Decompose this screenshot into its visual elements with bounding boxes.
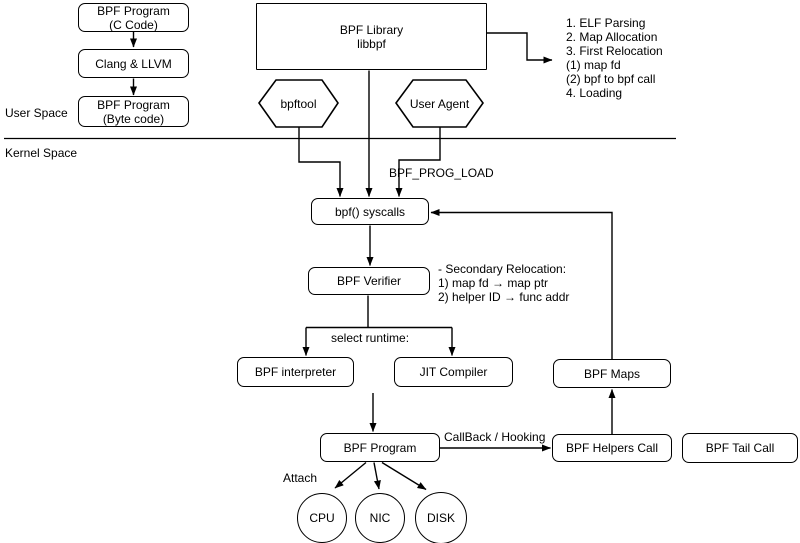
secondary-relocation-line: 2) helper ID → func addr bbox=[438, 290, 570, 304]
arrow-maps-to-syscalls bbox=[430, 209, 613, 359]
bpf-library-line2: libbpf bbox=[357, 36, 386, 51]
secondary-relocation-line: - Secondary Relocation: bbox=[438, 262, 567, 276]
user-agent-label: User Agent bbox=[409, 97, 470, 111]
loading-step: (1) map fd bbox=[566, 58, 621, 72]
bpf-helpers-call-label: BPF Helpers Call bbox=[565, 441, 659, 455]
jit-compiler-label: JIT Compiler bbox=[419, 365, 488, 379]
bpf-tail-call-box: BPF Tail Call bbox=[682, 433, 798, 463]
select-runtime-label: select runtime: bbox=[331, 331, 410, 345]
disk-label: DISK bbox=[426, 511, 455, 525]
clang-llvm-box: Clang & LLVM bbox=[78, 49, 189, 78]
bpf-program-c-code-line1: BPF Program bbox=[97, 3, 170, 18]
loading-step: 1. ELF Parsing bbox=[566, 16, 646, 30]
arrow-program-to-cpu bbox=[334, 461, 367, 489]
bpf-syscalls-box: bpf() syscalls bbox=[311, 198, 429, 225]
user-space-label: User Space bbox=[5, 106, 68, 120]
bpf-library-libbpf-box: BPF Library libbpf bbox=[256, 3, 487, 70]
bpf-program-byte-code-box: BPF Program (Byte code) bbox=[78, 96, 189, 127]
loading-step: (2) bpf to bpf call bbox=[566, 72, 656, 86]
bpftool-hexagon bbox=[258, 79, 339, 128]
bpf-helpers-call-box: BPF Helpers Call bbox=[552, 434, 672, 462]
nic-circle: NIC bbox=[355, 493, 405, 543]
nic-label: NIC bbox=[369, 511, 391, 525]
cpu-label: CPU bbox=[309, 511, 335, 525]
jit-compiler-box: JIT Compiler bbox=[394, 357, 513, 387]
arrow-program-to-disk bbox=[381, 461, 427, 491]
loading-step: 2. Map Allocation bbox=[566, 30, 658, 44]
secondary-relocation-note: - Secondary Relocation: 1) map fd → map … bbox=[438, 262, 569, 304]
callback-hooking-label: CallBack / Hooking bbox=[444, 430, 546, 444]
bpf-library-line1: BPF Library bbox=[339, 22, 404, 37]
user-agent-hexagon bbox=[395, 79, 484, 128]
bpf-program-byte-code-line2: (Byte code) bbox=[102, 111, 165, 126]
bpf-verifier-box: BPF Verifier bbox=[308, 267, 430, 295]
bpf-interpreter-label: BPF interpreter bbox=[254, 365, 337, 379]
secondary-relocation-line: 1) map fd → map ptr bbox=[438, 276, 549, 290]
bpf-program-c-code-box: BPF Program (C Code) bbox=[78, 3, 189, 32]
bpf-program-c-code-line2: (C Code) bbox=[109, 17, 158, 32]
bpf-syscalls-label: bpf() syscalls bbox=[334, 204, 405, 219]
kernel-space-label: Kernel Space bbox=[5, 146, 78, 160]
bpf-program-label: BPF Program bbox=[343, 440, 417, 455]
bpf-program-box: BPF Program bbox=[320, 433, 440, 462]
disk-circle: DISK bbox=[415, 492, 467, 543]
cpu-circle: CPU bbox=[297, 493, 347, 543]
bpf-prog-load-label: BPF_PROG_LOAD bbox=[389, 166, 494, 180]
bpf-verifier-label: BPF Verifier bbox=[336, 274, 402, 288]
bpf-program-byte-code-line1: BPF Program bbox=[97, 97, 170, 112]
arrow-libbpf-to-loading-steps bbox=[487, 32, 553, 64]
loading-steps-note: 1. ELF Parsing 2. Map Allocation 3. Firs… bbox=[566, 16, 663, 100]
loading-step: 3. First Relocation bbox=[566, 44, 663, 58]
bpftool-label: bpftool bbox=[280, 97, 317, 111]
arrow-useragent-to-syscalls bbox=[395, 127, 441, 197]
loading-step: 4. Loading bbox=[566, 86, 623, 100]
bpf-maps-label: BPF Maps bbox=[583, 366, 640, 381]
bpf-tail-call-label: BPF Tail Call bbox=[705, 441, 775, 455]
bpf-maps-box: BPF Maps bbox=[553, 359, 671, 388]
bpf-interpreter-box: BPF interpreter bbox=[237, 357, 354, 387]
attach-label: Attach bbox=[283, 471, 318, 485]
arrow-bpftool-to-syscalls bbox=[298, 127, 344, 197]
clang-llvm-label: Clang & LLVM bbox=[95, 56, 172, 71]
arrow-program-to-nic bbox=[373, 462, 381, 490]
